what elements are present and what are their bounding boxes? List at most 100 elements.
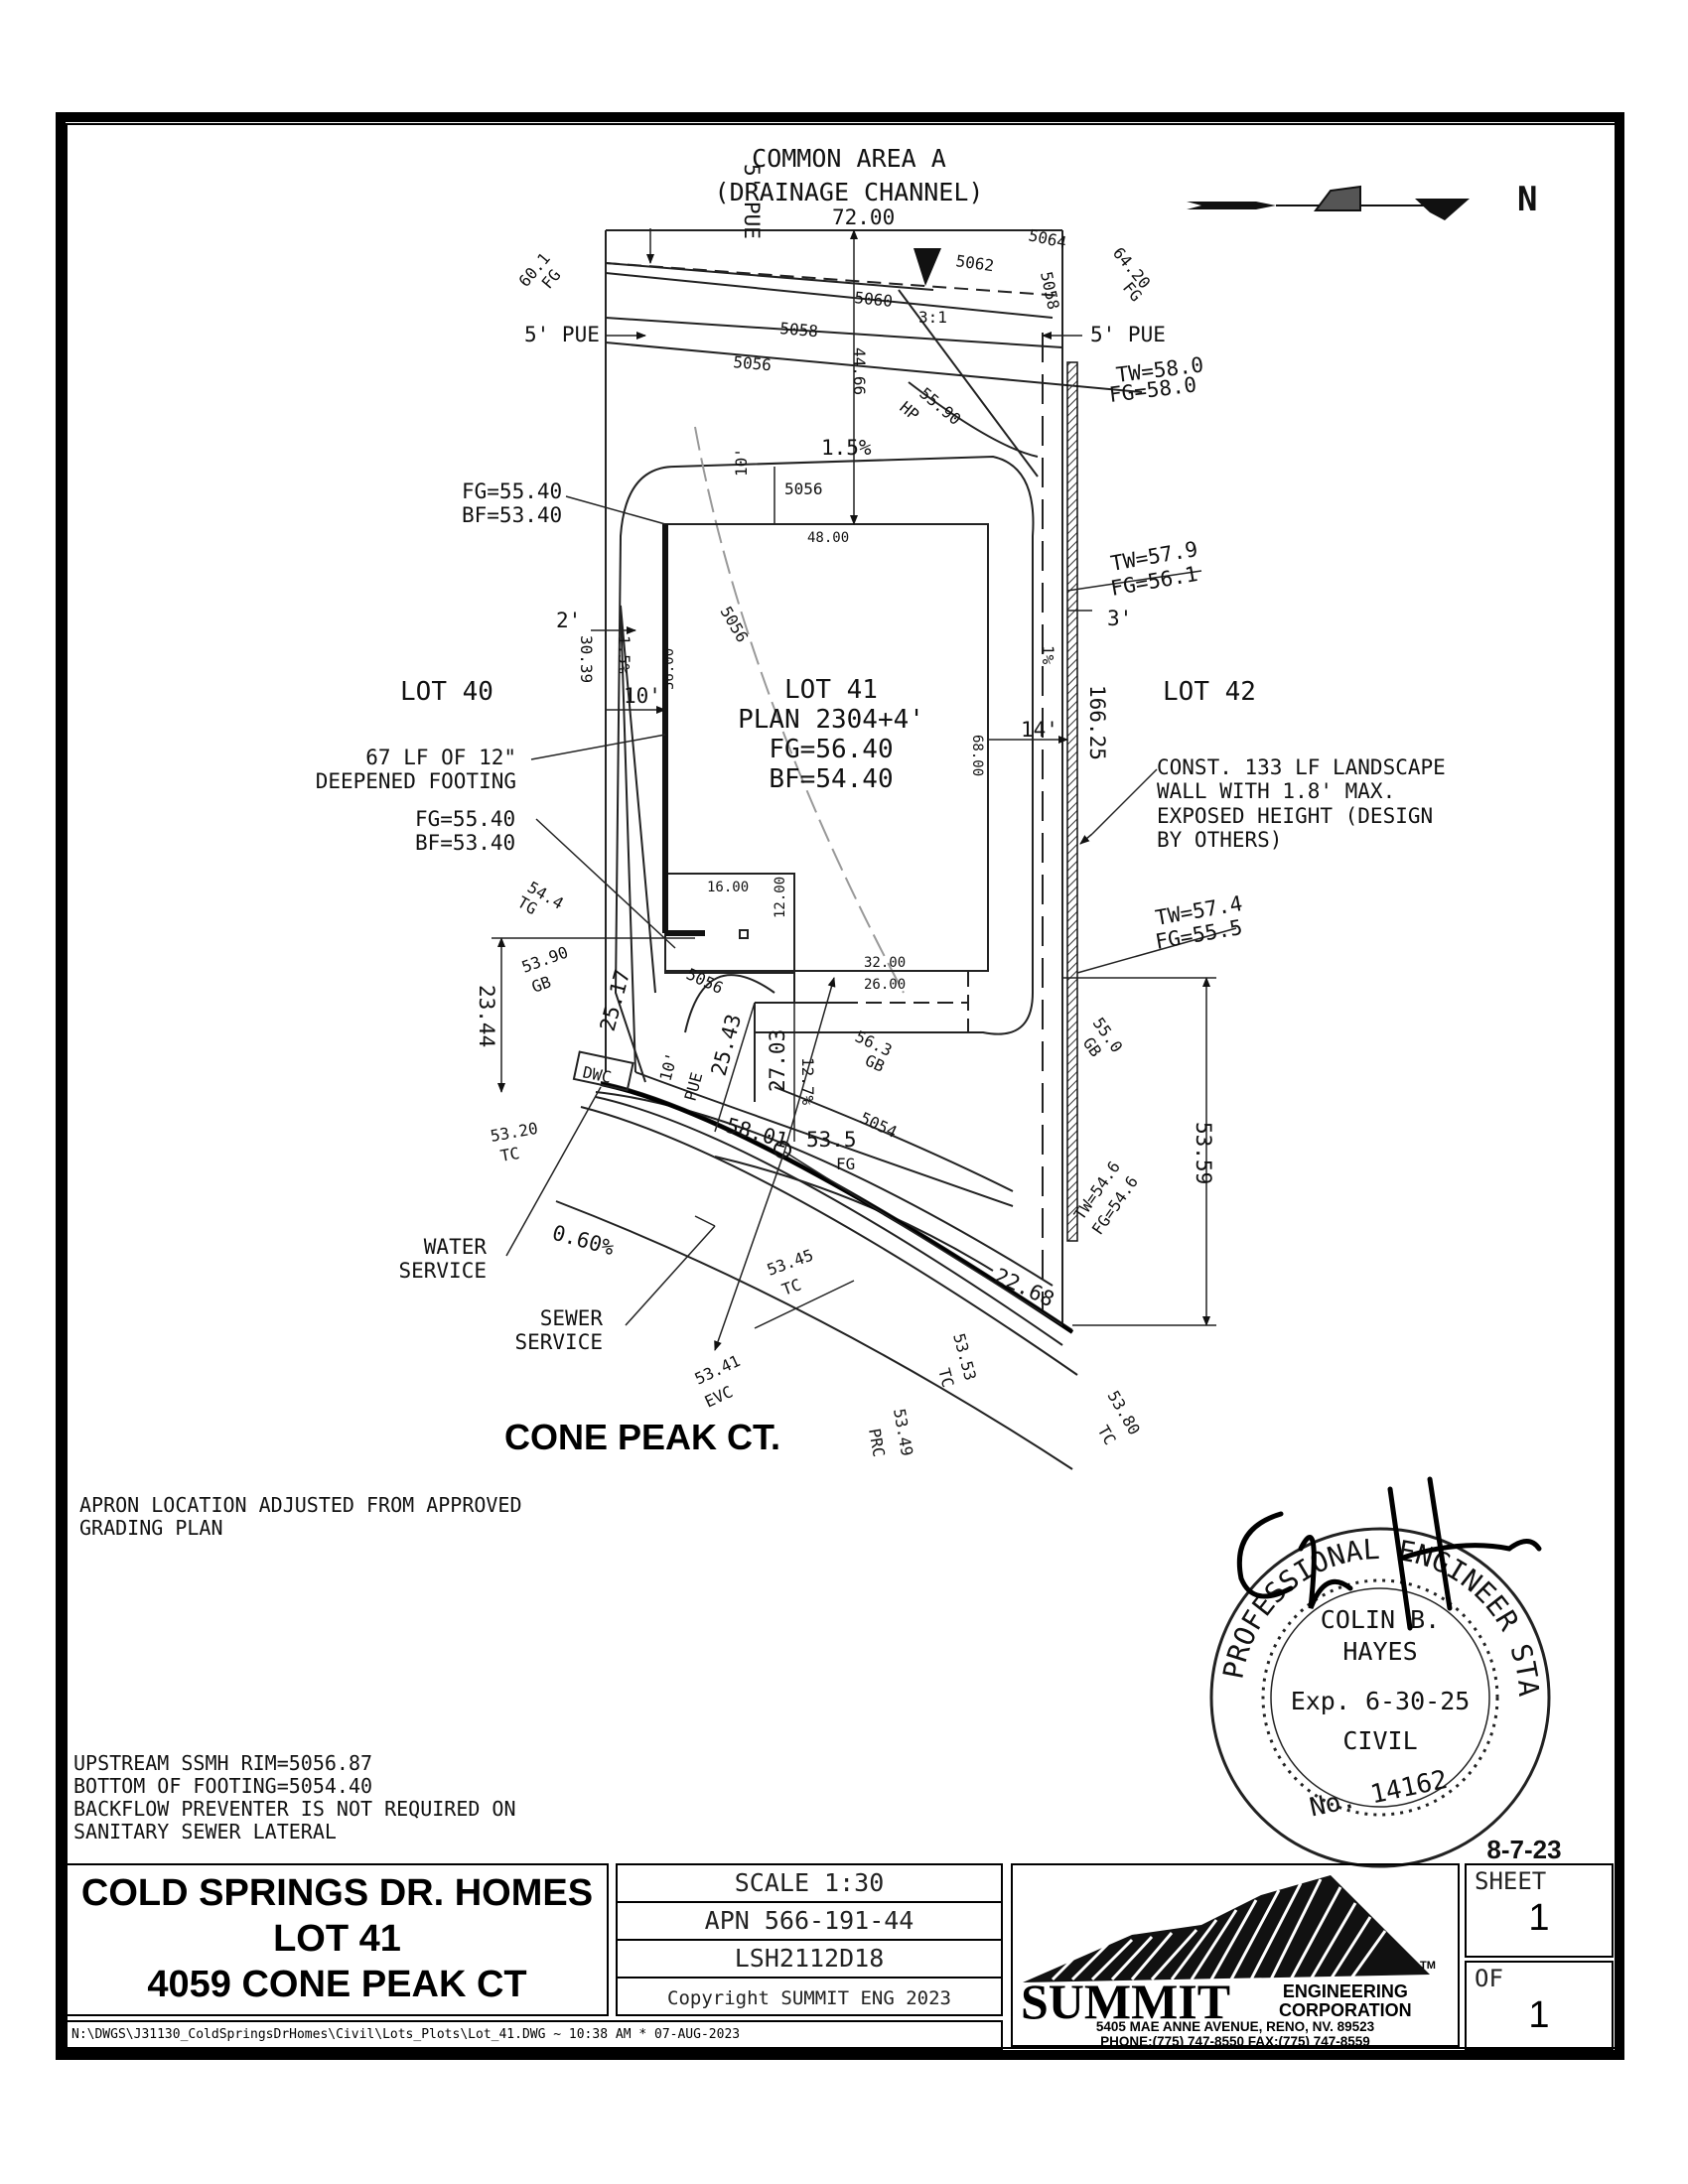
svg-text:GB: GB — [529, 972, 554, 996]
svg-text:16.00: 16.00 — [707, 880, 749, 895]
lot-42-label: LOT 42 — [1163, 677, 1256, 707]
svg-text:HAYES: HAYES — [1342, 1637, 1417, 1666]
svg-text:48.00: 48.00 — [807, 530, 849, 546]
svg-text:55.90: 55.90 — [915, 384, 964, 430]
svg-text:53.45: 53.45 — [765, 1245, 816, 1279]
svg-text:5056: 5056 — [683, 964, 726, 998]
north-arrow-icon — [1187, 185, 1470, 220]
summit-logo-icon — [1023, 1875, 1430, 1982]
svg-text:SERVICE: SERVICE — [398, 1259, 487, 1283]
trademark: TM — [1420, 1960, 1436, 1972]
sheet-border — [56, 112, 1624, 2060]
plan-label: PLAN 2304+4' — [738, 705, 924, 735]
north-label: N — [1517, 180, 1537, 219]
svg-text:5060: 5060 — [854, 288, 894, 311]
leader-lines — [505, 495, 1237, 1329]
svg-text:68.00: 68.00 — [969, 735, 985, 776]
svg-text:3:1: 3:1 — [918, 308, 947, 327]
engineer-seal: PROFESSIONAL ENGINEER STATE OF NEVADA CO… — [0, 0, 1551, 1868]
svg-text:53.49: 53.49 — [890, 1407, 916, 1457]
sewer-note: UPSTREAM SSMH RIM=5056.87 BOTTOM OF FOOT… — [73, 1751, 516, 1843]
svg-text:23.44: 23.44 — [475, 985, 498, 1047]
svg-text:53.5: 53.5 — [806, 1128, 857, 1152]
svg-text:10': 10' — [656, 1050, 682, 1083]
dimension-lines — [492, 228, 1216, 1351]
svg-text:12.7%: 12.7% — [798, 1057, 817, 1106]
svg-text:TC: TC — [498, 1144, 520, 1165]
svg-text:SERVICE: SERVICE — [514, 1330, 603, 1354]
svg-text:TC: TC — [779, 1275, 804, 1298]
project-lot: LOT 41 — [273, 1918, 401, 1960]
copyright-text: Copyright SUMMIT ENG 2023 — [667, 1987, 951, 2009]
company-contact: 5405 MAE ANNE AVENUE, RENO, NV. 89523 PH… — [1095, 2019, 1375, 2049]
scale-text: SCALE 1:30 — [618, 1865, 1001, 1903]
svg-text:5056: 5056 — [717, 604, 753, 646]
filepath-box: N:\DWGS\J31130_ColdSpringsDrHomes\Civil\… — [66, 2020, 1003, 2050]
svg-text:10': 10' — [732, 448, 751, 477]
svg-text:TC: TC — [1094, 1423, 1120, 1448]
svg-text:5' PUE: 5' PUE — [1090, 323, 1166, 346]
drainage-channel-label: (DRAINAGE CHANNEL) — [715, 178, 984, 206]
apron-note: APRON LOCATION ADJUSTED FROM APPROVED GR… — [79, 1493, 522, 1540]
svg-text:53.20: 53.20 — [489, 1119, 539, 1146]
svg-text:166.25: 166.25 — [1085, 685, 1109, 760]
basement-floor-label: BF=54.40 — [769, 764, 893, 794]
svg-text:PRC: PRC — [865, 1427, 889, 1458]
svg-text:Exp. 6-30-25: Exp. 6-30-25 — [1291, 1687, 1471, 1715]
svg-text:BY OTHERS): BY OTHERS) — [1157, 828, 1282, 852]
signature — [1236, 1476, 1542, 1631]
svg-text:67 LF OF 12": 67 LF OF 12" — [365, 746, 516, 769]
svg-text:25.17: 25.17 — [596, 967, 635, 1033]
svg-text:2': 2' — [556, 609, 581, 632]
common-area-label: COMMON AREA A — [752, 144, 946, 173]
svg-text:0.60%: 0.60% — [550, 1221, 618, 1261]
job-number: LSH2112D18 — [618, 1941, 1001, 1979]
landscape-wall — [1066, 361, 1078, 1242]
apn-text: APN 566-191-44 — [618, 1903, 1001, 1941]
svg-text:SEWER: SEWER — [540, 1306, 604, 1330]
svg-text:56.00: 56.00 — [661, 648, 677, 690]
svg-text:1%: 1% — [1039, 645, 1057, 665]
svg-text:30.39: 30.39 — [577, 635, 596, 683]
company-box: TM SUMMIT ENGINEERING CORPORATION 5405 M… — [1011, 1863, 1460, 2049]
svg-text:No. 14162: No. 14162 — [1307, 1765, 1450, 1824]
svg-text:5' PUE: 5' PUE — [740, 164, 764, 239]
filepath-text: N:\DWGS\J31130_ColdSpringsDrHomes\Civil\… — [71, 2027, 741, 2042]
drawing-info-box: SCALE 1:30 APN 566-191-44 LSH2112D18 Cop… — [616, 1863, 1003, 2016]
svg-text:53.41: 53.41 — [692, 1351, 744, 1389]
total-sheets: 1 — [1528, 1994, 1550, 2036]
svg-text:BF=53.40: BF=53.40 — [462, 503, 562, 527]
company-subtitle: ENGINEERING CORPORATION — [1279, 1981, 1412, 2020]
seal-date: 8-7-23 — [1486, 1835, 1561, 1864]
svg-text:5054: 5054 — [857, 1108, 900, 1142]
sheet-of-box: OF 1 — [1465, 1961, 1614, 2050]
project-address: 4059 CONE PEAK CT — [147, 1964, 527, 2005]
svg-text:26.00: 26.00 — [864, 977, 906, 993]
svg-text:12.00: 12.00 — [773, 877, 788, 918]
project-title-box: COLD SPRINGS DR. HOMES LOT 41 4059 CONE … — [66, 1863, 609, 2016]
svg-text:1.5%: 1.5% — [821, 436, 872, 460]
svg-text:PUE: PUE — [681, 1070, 707, 1103]
svg-text:CIVIL: CIVIL — [1342, 1726, 1417, 1755]
svg-text:EXPOSED HEIGHT (DESIGN: EXPOSED HEIGHT (DESIGN — [1157, 804, 1433, 828]
svg-text:25.43: 25.43 — [707, 1012, 747, 1078]
svg-text:WATER: WATER — [424, 1235, 488, 1259]
svg-text:53.59: 53.59 — [1192, 1122, 1215, 1184]
svg-text:5062: 5062 — [954, 251, 995, 275]
svg-text:5' PUE: 5' PUE — [524, 323, 600, 346]
svg-text:14': 14' — [1021, 718, 1058, 742]
svg-text:44.66: 44.66 — [850, 347, 869, 395]
svg-text:FG=55.40: FG=55.40 — [415, 807, 515, 831]
svg-text:32.00: 32.00 — [864, 955, 906, 971]
svg-text:EVC: EVC — [702, 1382, 736, 1411]
svg-text:10': 10' — [624, 684, 661, 708]
svg-text:72.00: 72.00 — [832, 205, 895, 229]
svg-text:TC: TC — [934, 1366, 957, 1390]
company-name: SUMMIT — [1021, 1974, 1231, 2029]
svg-text:1.5%: 1.5% — [615, 635, 633, 674]
finish-grade-label: FG=56.40 — [769, 735, 893, 764]
sheet-box: SHEET 1 — [1465, 1863, 1614, 1958]
svg-text:53.90: 53.90 — [519, 942, 571, 976]
svg-text:5058: 5058 — [779, 319, 819, 341]
